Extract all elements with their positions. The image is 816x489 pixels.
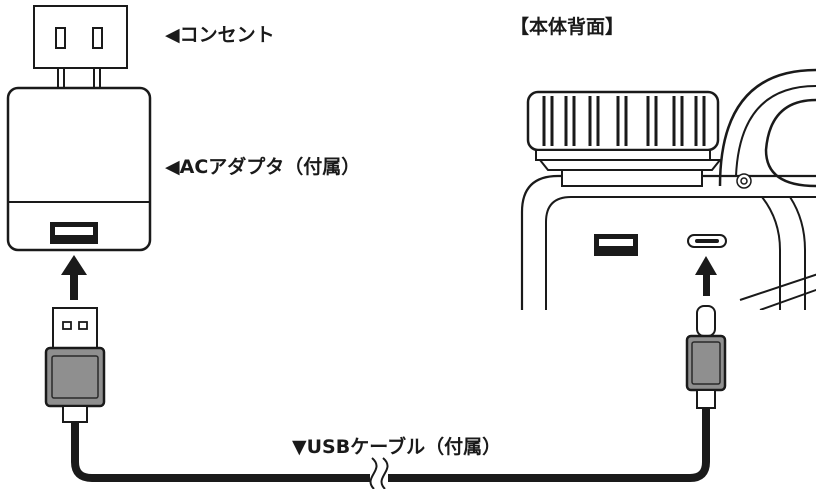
outlet-icon [33,5,128,69]
usb-c-port-icon [687,234,727,248]
device-rear-icon [520,68,816,310]
arrow-up-icon [61,255,87,300]
dial-knob-icon [526,90,720,161]
usb-a-port-icon [594,234,638,256]
usb-cable-line [71,408,710,489]
usb-a-plug-icon [44,307,106,423]
ac-adapter-label: ◀ACアダプタ（付属） [165,156,361,178]
usb-cable-label: ▼USBケーブル（付属） [292,436,502,458]
outlet-label: ◀コンセント [165,24,275,46]
ac-adapter-icon [6,67,152,252]
rear-view-title: 【本体背面】 [510,16,625,38]
usb-c-plug-icon [685,305,727,409]
cable-break-icon [369,457,389,489]
usb-a-port-icon [50,222,98,244]
arrow-up-icon [695,256,717,296]
